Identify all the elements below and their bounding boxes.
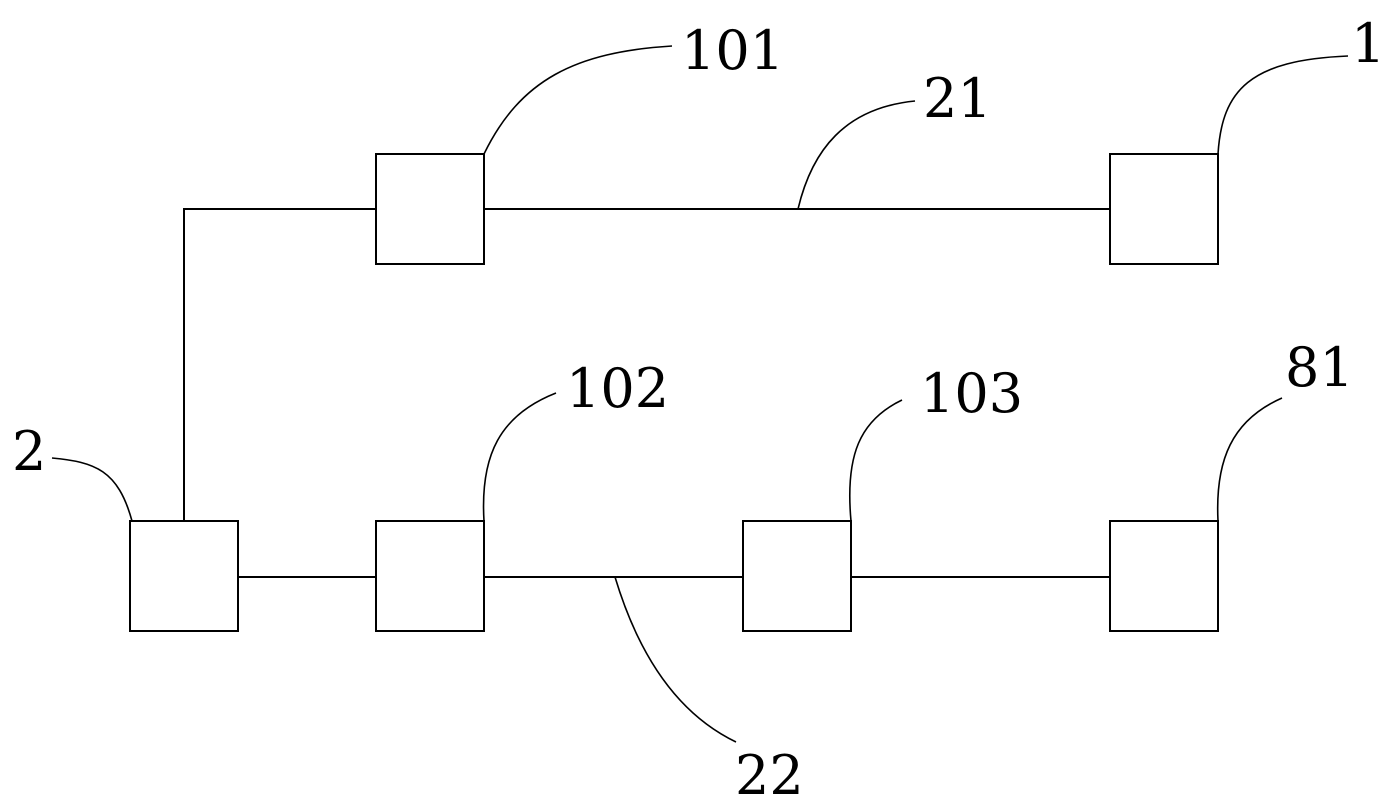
component-box-81: [1110, 521, 1218, 631]
leader-81: [1218, 398, 1282, 521]
leader-1: [1218, 56, 1348, 154]
component-box-2: [130, 521, 238, 631]
leader-101: [484, 46, 672, 154]
leader-lines: [52, 46, 1348, 742]
component-box-103: [743, 521, 851, 631]
label-21: 21: [923, 67, 992, 130]
reference-labels: 101 21 1 2 102 103 81 22: [12, 12, 1385, 807]
leader-21: [798, 101, 915, 209]
label-81: 81: [1285, 336, 1354, 399]
label-1: 1: [1351, 12, 1385, 75]
leader-103: [850, 400, 902, 521]
leader-22: [615, 577, 736, 742]
label-101: 101: [681, 19, 784, 82]
label-103: 103: [920, 362, 1023, 425]
line-2-to-101: [184, 209, 376, 521]
component-box-102: [376, 521, 484, 631]
components: [130, 154, 1218, 631]
component-box-1: [1110, 154, 1218, 264]
label-102: 102: [566, 357, 669, 420]
label-22: 22: [735, 744, 804, 807]
leader-2: [52, 458, 132, 521]
component-box-101: [376, 154, 484, 264]
label-2: 2: [12, 420, 46, 483]
leader-102: [484, 393, 556, 521]
